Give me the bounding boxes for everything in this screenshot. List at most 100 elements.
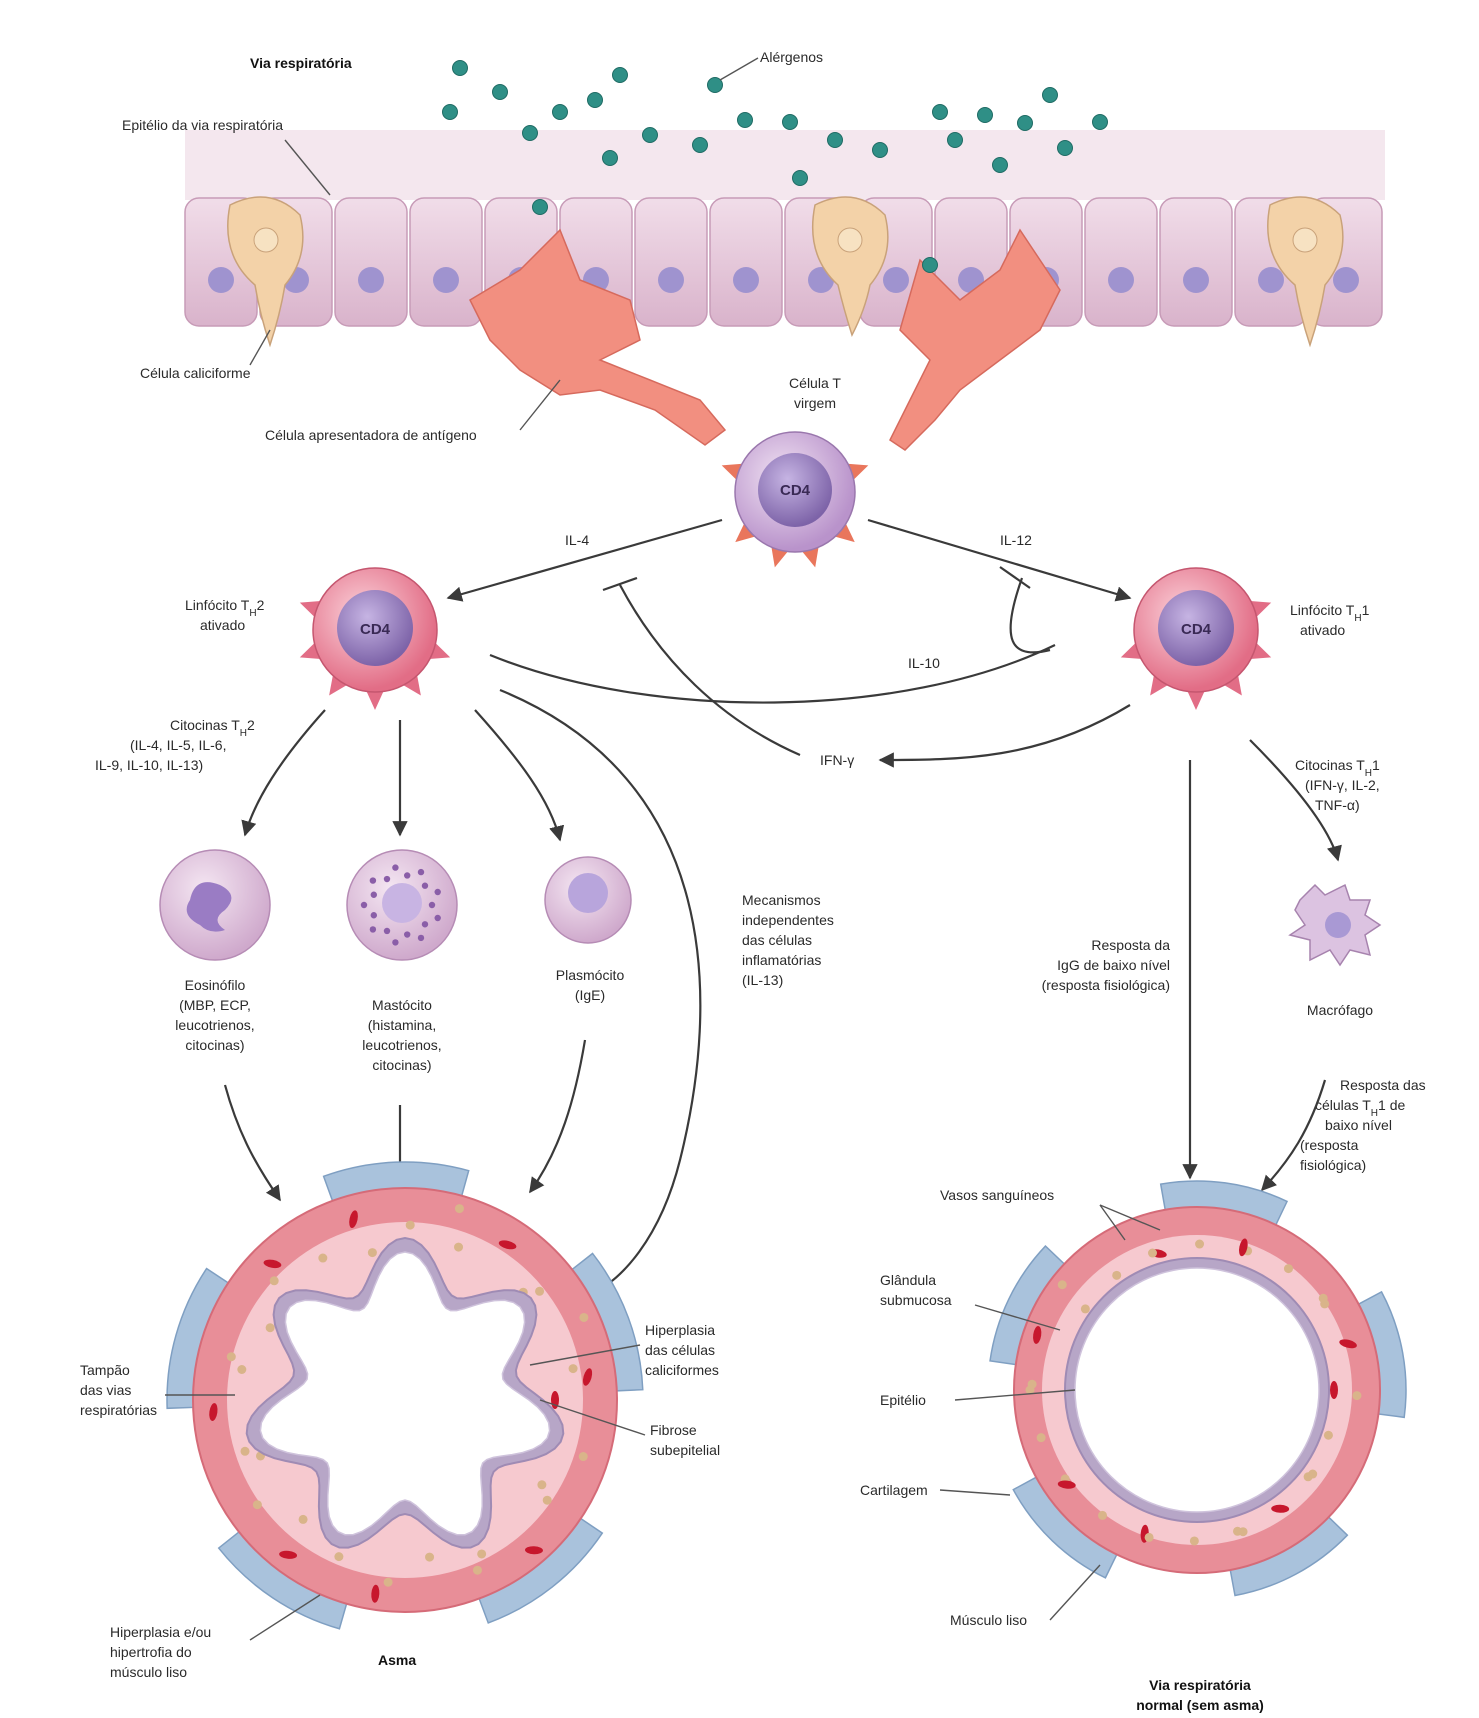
- submucosal-cell: [1319, 1294, 1328, 1303]
- plasma-cell-labels: Plasmócito (IgE): [556, 967, 625, 1003]
- svg-text:hipertrofia do: hipertrofia do: [110, 1644, 192, 1660]
- th2-cytokines-list-1: (IL-4, IL-5, IL-6,: [130, 737, 226, 753]
- il4-label: IL-4: [565, 532, 589, 548]
- submucosal-cell: [384, 1578, 393, 1587]
- fibrosis-labels: Fibrose subepitelial: [650, 1422, 720, 1458]
- svg-text:fisiológica): fisiológica): [1300, 1157, 1366, 1173]
- svg-text:Fibrose: Fibrose: [650, 1422, 697, 1438]
- submucosal-cell: [253, 1500, 262, 1509]
- il10-inhibit-stem: [1011, 578, 1050, 652]
- airway-label: Via respiratória: [250, 55, 352, 71]
- svg-text:Tampão: Tampão: [80, 1362, 130, 1378]
- epithelial-cell: [410, 198, 482, 326]
- epithelium-label: Epitélio da via respiratória: [122, 117, 283, 133]
- granule: [384, 876, 390, 882]
- svg-text:leucotrienos,: leucotrienos,: [362, 1037, 441, 1053]
- cartilage-label: Cartilagem: [860, 1482, 928, 1498]
- submucosal-cell: [368, 1248, 377, 1257]
- svg-text:(histamina,: (histamina,: [368, 1017, 436, 1033]
- submucosal-cell: [1324, 1431, 1333, 1440]
- apc-label: Célula apresentadora de antígeno: [265, 427, 477, 443]
- svg-text:das células: das células: [645, 1342, 715, 1358]
- ifn-inhibit-path: [620, 585, 800, 755]
- epithelial-nucleus: [1183, 267, 1209, 293]
- epithelial-nucleus: [733, 267, 759, 293]
- granule: [422, 921, 428, 927]
- allergen-particle: [933, 105, 948, 120]
- allergen-particle: [493, 85, 508, 100]
- th1-cd4-label: CD4: [1181, 621, 1212, 638]
- submucosal-cell: [237, 1365, 246, 1374]
- igg-labels: Resposta da IgG de baixo nível (resposta…: [1042, 937, 1171, 993]
- svg-text:independentes: independentes: [742, 912, 834, 928]
- svg-text:subepitelial: subepitelial: [650, 1442, 720, 1458]
- allergen-particle: [828, 133, 843, 148]
- submucosal-cell: [227, 1352, 236, 1361]
- svg-text:citocinas): citocinas): [372, 1057, 431, 1073]
- svg-text:Hiperplasia e/ou: Hiperplasia e/ou: [110, 1624, 211, 1640]
- allergen-particle: [1018, 116, 1033, 131]
- submucosal-cell: [1037, 1433, 1046, 1442]
- svg-text:IgG de baixo nível: IgG de baixo nível: [1057, 957, 1170, 973]
- submucosal-cell: [1352, 1391, 1361, 1400]
- allergen-particle: [1093, 115, 1108, 130]
- submucosal-cell: [535, 1287, 544, 1296]
- submucosal-cell: [334, 1552, 343, 1561]
- submucosal-cell: [579, 1452, 588, 1461]
- epithelial-nucleus: [1333, 267, 1359, 293]
- allergen-particle: [793, 171, 808, 186]
- eosinophil-airway-arrow: [225, 1085, 280, 1200]
- muscle-hyperplasia-labels: Hiperplasia e/ou hipertrofia do músculo …: [110, 1624, 211, 1680]
- epithelial-cell: [635, 198, 707, 326]
- naive-cd4-label: CD4: [780, 482, 811, 499]
- svg-text:(resposta: (resposta: [1300, 1137, 1359, 1153]
- svg-text:Glândula: Glândula: [880, 1272, 936, 1288]
- th2-cytokines-label: Citocinas TH2: [170, 717, 255, 739]
- th1-label: Linfócito TH1: [1290, 602, 1370, 624]
- allergen-particle: [738, 113, 753, 128]
- submucosal-cell: [1112, 1271, 1121, 1280]
- allergen-particle: [783, 115, 798, 130]
- svg-text:Mastócito: Mastócito: [372, 997, 432, 1013]
- plasma-airway-arrow: [530, 1040, 585, 1192]
- allergen-particle: [553, 105, 568, 120]
- allergen-particle: [873, 143, 888, 158]
- smooth-muscle-leader: [1050, 1565, 1100, 1620]
- allergens-label: Alérgenos: [760, 49, 823, 65]
- granule: [370, 926, 376, 932]
- submucosal-cell: [270, 1276, 279, 1285]
- vessels-label: Vasos sanguíneos: [940, 1187, 1054, 1203]
- allergen-particle: [1058, 141, 1073, 156]
- granule: [384, 928, 390, 934]
- th2-cell: CD4: [300, 568, 450, 710]
- svg-text:células TH1 de: células TH1 de: [1315, 1097, 1405, 1119]
- granule: [418, 869, 424, 875]
- th2-label-2: ativado: [200, 617, 245, 633]
- svg-text:respiratórias: respiratórias: [80, 1402, 157, 1418]
- svg-text:baixo nível: baixo nível: [1325, 1117, 1392, 1133]
- submucosal-cell: [1239, 1527, 1248, 1536]
- submucosal-cell: [1148, 1249, 1157, 1258]
- svg-text:Eosinófilo: Eosinófilo: [185, 977, 246, 993]
- asthma-caption: Asma: [378, 1652, 416, 1668]
- il10-label: IL-10: [908, 655, 940, 671]
- allergen-particle: [443, 105, 458, 120]
- mast-cell: [347, 850, 457, 960]
- eosinophil-labels: Eosinófilo (MBP, ECP, leucotrienos, cito…: [175, 977, 254, 1053]
- mast-cell-labels: Mastócito (histamina, leucotrienos, cito…: [362, 997, 441, 1073]
- th1-cytokines-label: Citocinas TH1: [1295, 757, 1380, 779]
- th2-label: Linfócito TH2: [185, 597, 265, 619]
- submucosal-cell: [425, 1553, 434, 1562]
- il12-arrow: [868, 520, 1130, 598]
- macrophage-cell: [1290, 885, 1380, 965]
- svg-text:das vias: das vias: [80, 1382, 131, 1398]
- allergen-particle: [643, 128, 658, 143]
- naive-t-cell: CD4: [722, 432, 869, 567]
- granule: [435, 915, 441, 921]
- macrophage-label: Macrófago: [1307, 1002, 1373, 1018]
- apc-leader: [520, 380, 560, 430]
- epithelial-cell: [710, 198, 782, 326]
- svg-text:(IL-13): (IL-13): [742, 972, 783, 988]
- submucosal-cell: [1058, 1280, 1067, 1289]
- smooth-muscle-label: Músculo liso: [950, 1612, 1027, 1628]
